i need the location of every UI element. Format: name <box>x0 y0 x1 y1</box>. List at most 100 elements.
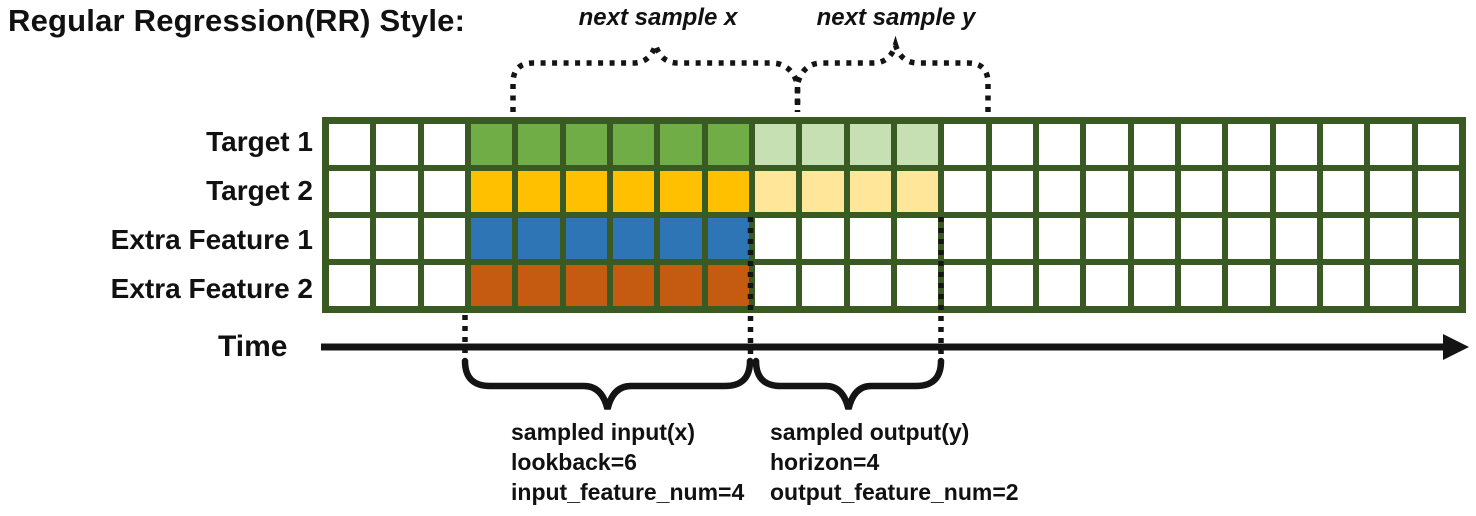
grid-cell <box>612 218 655 259</box>
grid-cell <box>1086 265 1128 306</box>
next-sample-y-label: next sample y <box>816 4 976 31</box>
grid-cell <box>376 171 418 212</box>
grid-cell <box>660 171 702 212</box>
row-label-extra-feature-1: Extra Feature 1 <box>110 224 313 255</box>
grid-cell <box>991 124 1033 165</box>
grid-cell <box>707 171 749 212</box>
grid-cell <box>1370 218 1412 259</box>
grid-cell <box>376 218 418 259</box>
grid-cell <box>802 218 844 259</box>
grid-cell <box>707 218 749 259</box>
grid-cell <box>1038 218 1081 259</box>
grid-cell <box>896 265 939 306</box>
grid-cell <box>802 265 844 306</box>
grid-cell <box>423 171 465 212</box>
grid-cell <box>1417 218 1459 259</box>
grid-cell <box>944 124 986 165</box>
grid-cell <box>329 124 371 165</box>
grid-cell <box>518 265 560 306</box>
row-label-target-2: Target 2 <box>206 175 313 206</box>
grid-cell <box>707 265 749 306</box>
grid-cell <box>1180 124 1223 165</box>
grid-cell <box>754 171 797 212</box>
grid-cell <box>565 265 607 306</box>
grid-cell <box>1133 124 1175 165</box>
grid-cell <box>849 265 891 306</box>
grid-cell <box>1228 124 1270 165</box>
grid-cell <box>518 124 560 165</box>
grid-cell <box>896 124 939 165</box>
grid-cell <box>565 171 607 212</box>
grid-cell <box>1370 265 1412 306</box>
grid-cell <box>470 124 513 165</box>
grid-cell <box>1228 265 1270 306</box>
grid-cell <box>1322 218 1365 259</box>
grid-cell <box>1417 265 1459 306</box>
grid-cell <box>376 265 418 306</box>
grid-cell <box>754 265 797 306</box>
lookback-value: lookback=6 <box>511 449 637 475</box>
grid-cell <box>660 218 702 259</box>
grid-cell <box>1133 218 1175 259</box>
time-axis-arrowhead <box>1443 334 1469 360</box>
time-axis-label: Time <box>218 330 288 363</box>
grid-cell <box>1228 218 1270 259</box>
next-sample-x-brace <box>510 35 801 112</box>
grid-cell <box>1322 124 1365 165</box>
grid-cell <box>329 265 371 306</box>
grid-cell <box>896 218 939 259</box>
grid-cell <box>1322 171 1365 212</box>
grid-cell <box>991 171 1033 212</box>
grid-cell <box>1180 265 1223 306</box>
sampled-input-annotation: sampled input(x) lookback=6 input_featur… <box>511 417 744 507</box>
grid-cell <box>423 265 465 306</box>
diagram-title: Regular Regression(RR) Style: <box>8 3 466 38</box>
grid-cell <box>1228 171 1270 212</box>
grid-cell <box>612 124 655 165</box>
grid-cell <box>1086 171 1128 212</box>
next-sample-y-brace <box>794 35 991 112</box>
grid-cell <box>470 265 513 306</box>
grid-cell <box>423 124 465 165</box>
row-label-extra-feature-2: Extra Feature 2 <box>110 273 313 304</box>
grid-cell <box>944 171 986 212</box>
grid-cell <box>1370 171 1412 212</box>
grid-cell <box>944 265 986 306</box>
grid-cell <box>896 171 939 212</box>
grid-cell <box>1275 265 1317 306</box>
sampled-input-title: sampled input(x) <box>511 419 696 445</box>
timeseries-grid <box>322 117 1466 313</box>
grid-cell <box>1275 124 1317 165</box>
grid-cell <box>1180 171 1223 212</box>
grid-cell <box>991 265 1033 306</box>
grid-cell <box>1038 265 1081 306</box>
next-sample-x-label: next sample x <box>578 4 738 31</box>
grid-cell <box>1038 171 1081 212</box>
grid-cell <box>1038 124 1081 165</box>
grid-cell <box>1086 218 1128 259</box>
grid-cell <box>1417 171 1459 212</box>
sampled-input-brace <box>461 357 754 410</box>
sampled-output-title: sampled output(y) <box>770 419 970 445</box>
grid-cell <box>518 171 560 212</box>
grid-cell <box>754 124 797 165</box>
grid-cell <box>660 265 702 306</box>
grid-cell <box>802 171 844 212</box>
grid-cell <box>1275 171 1317 212</box>
grid-cell <box>329 171 371 212</box>
grid-cell <box>376 124 418 165</box>
grid-cell <box>565 124 607 165</box>
grid-cell <box>707 124 749 165</box>
grid-cell <box>612 265 655 306</box>
grid-cell <box>754 218 797 259</box>
grid-cell <box>612 171 655 212</box>
grid-cell <box>944 218 986 259</box>
grid-cell <box>849 171 891 212</box>
grid-cell <box>849 218 891 259</box>
sampled-output-brace <box>752 357 945 410</box>
grid-cell <box>802 124 844 165</box>
grid-cell <box>518 218 560 259</box>
grid-cell <box>1180 218 1223 259</box>
grid-cell <box>470 171 513 212</box>
